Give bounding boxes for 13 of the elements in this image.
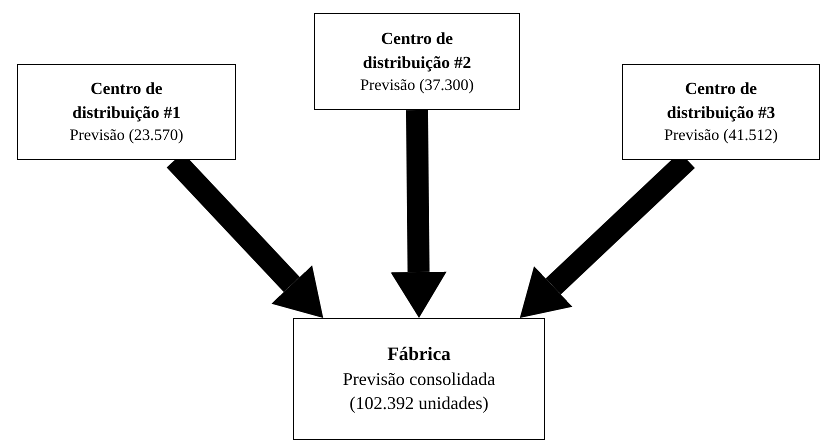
node-box <box>17 64 236 160</box>
node-heading: Centro de distribuição #1 <box>71 78 182 124</box>
node-heading: Centro de distribuição #3 <box>666 78 776 124</box>
node-heading: Fábrica <box>387 343 451 367</box>
arrow <box>390 110 447 318</box>
node-text: Previsão (37.300) <box>359 76 475 96</box>
node-text: Previsão (23.570) <box>68 126 184 146</box>
node-text: Previsão (41.512) <box>663 126 779 146</box>
node-box <box>314 13 520 110</box>
node-box <box>293 318 545 440</box>
node-heading: Centro de distribuição #2 <box>362 28 472 74</box>
node-text: Previsão consolidada (102.392 unidades) <box>342 368 496 415</box>
node-box <box>622 64 820 160</box>
